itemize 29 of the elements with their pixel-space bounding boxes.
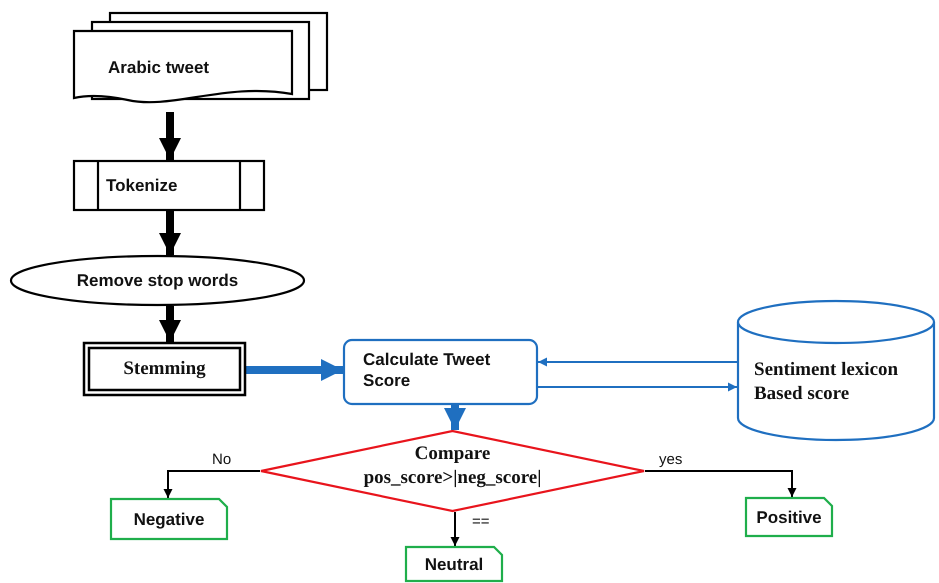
database-cylinder [737, 300, 935, 440]
arrow [159, 306, 181, 342]
node-label: Sentiment lexicon Based score [754, 358, 900, 406]
arrow [450, 512, 460, 546]
predefined-process-box [73, 160, 265, 211]
process-ellipse [10, 255, 305, 306]
arrow [159, 112, 181, 160]
arrow [159, 211, 181, 255]
decision-diamond [260, 430, 645, 512]
process-box [343, 339, 538, 405]
node-label: Stemming [122, 357, 207, 381]
node-label: Negative [132, 509, 206, 530]
output-card [110, 498, 228, 540]
node-label: Neutral [424, 554, 484, 576]
node-label: Calculate Tweet Score [363, 349, 492, 392]
arrow [164, 470, 260, 498]
output-card [405, 546, 503, 582]
arrow [444, 405, 466, 430]
arrow [246, 359, 343, 381]
process-box [83, 342, 246, 396]
arrow [645, 470, 796, 497]
arrow [538, 358, 737, 366]
node-label: Arabic tweet [108, 57, 210, 78]
node-label: Remove stop words [76, 270, 240, 292]
node-label: Positive [755, 507, 823, 528]
output-card [745, 497, 833, 537]
node-label: Compare pos_score>|neg_score| [362, 442, 542, 490]
arrow [538, 382, 737, 392]
node-label: Tokenize [106, 175, 178, 196]
